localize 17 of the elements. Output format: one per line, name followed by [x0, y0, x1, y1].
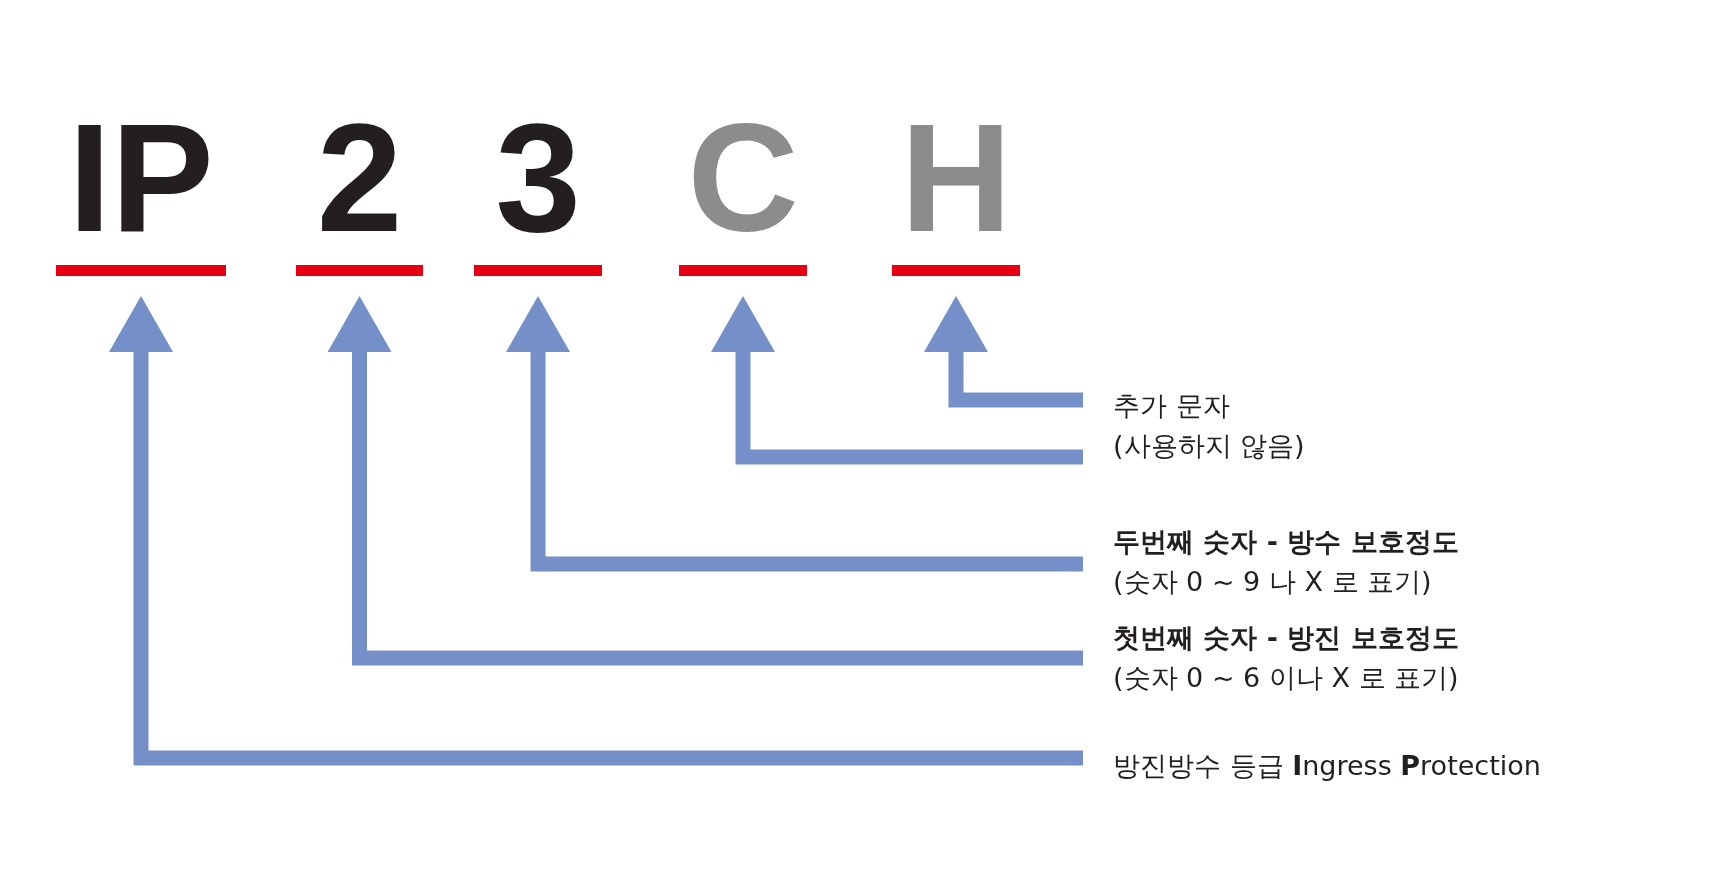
- note-text: (숫자 0 ~ 6 이나 X 로 표기): [1113, 661, 1459, 695]
- arrow: [711, 296, 1083, 465]
- code-letter: H: [899, 101, 1013, 255]
- arrow: [924, 296, 1083, 408]
- description-text: 방진방수 등급 Ingress Protection: [1113, 749, 1541, 783]
- note-text: (숫자 0 ~ 9 나 X 로 표기): [1113, 565, 1432, 599]
- arrow: [506, 296, 1083, 572]
- description-text: 두번째 숫자 - 방수 보호정도: [1113, 525, 1459, 559]
- arrow: [109, 296, 1083, 766]
- code-letter: 3: [494, 101, 582, 255]
- code-letter: C: [686, 101, 800, 255]
- arrow: [327, 296, 1083, 666]
- description-text: 첫번째 숫자 - 방진 보호정도: [1113, 621, 1459, 655]
- code-letter: 2: [315, 101, 404, 255]
- description-text: 추가 문자: [1113, 389, 1230, 423]
- note-text: (사용하지 않음): [1113, 429, 1305, 463]
- code-letter: IP: [67, 101, 215, 255]
